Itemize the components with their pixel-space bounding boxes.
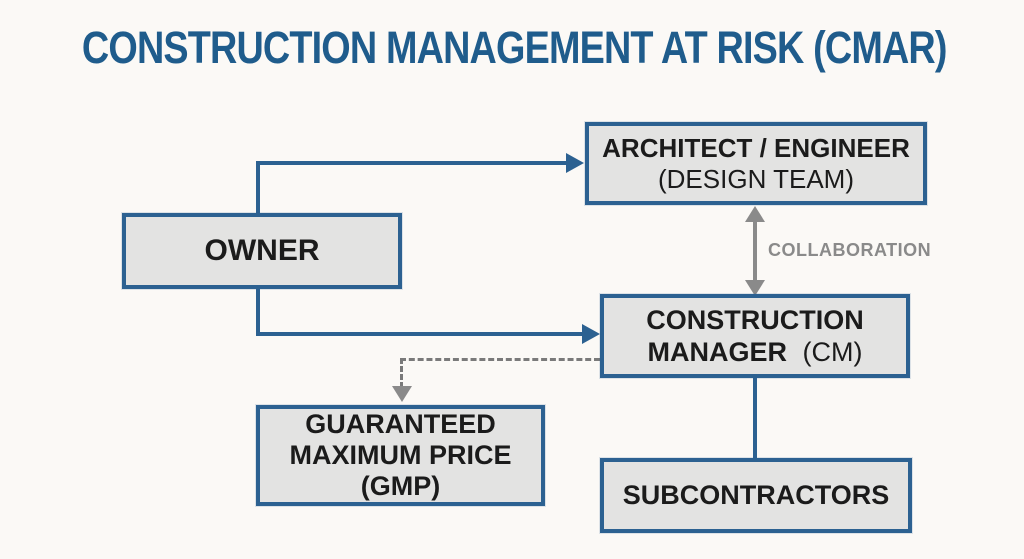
gmp-line3: (GMP) [360, 471, 441, 501]
arrowhead-owner-architect-icon [566, 153, 584, 173]
connector-collaboration-line [753, 218, 757, 282]
owner-label: OWNER [204, 234, 320, 267]
architect-subtitle: (DESIGN TEAM) [658, 163, 854, 194]
connector-cm-gmp-horizontal-dashed [400, 358, 600, 361]
arrowhead-cm-gmp-icon [392, 386, 412, 402]
cm-line2: MANAGER (CM) [648, 336, 863, 368]
connector-cm-subcontractors [753, 376, 757, 460]
connector-cm-gmp-vertical-dashed [400, 358, 403, 388]
cm-line1: CONSTRUCTION [646, 305, 864, 335]
connector-owner-architect-vertical [256, 161, 260, 215]
arrowhead-owner-cm-icon [582, 324, 600, 344]
connector-owner-cm-vertical [256, 287, 260, 336]
diagram-title: CONSTRUCTION MANAGEMENT AT RISK (CMAR) [81, 22, 948, 73]
arrowhead-collaboration-down-icon [745, 280, 765, 296]
subcontractors-label: SUBCONTRACTORS [622, 480, 890, 510]
connector-owner-cm-horizontal [256, 332, 584, 336]
architect-title: ARCHITECT / ENGINEER [602, 132, 910, 163]
collaboration-label: COLLABORATION [768, 240, 932, 260]
node-gmp: GUARANTEED MAXIMUM PRICE (GMP) [256, 405, 545, 506]
node-owner: OWNER [122, 213, 402, 289]
cm-line2-bold: MANAGER [647, 337, 788, 367]
cm-line2-light: (CM) [802, 337, 863, 367]
gmp-line2: MAXIMUM PRICE [289, 440, 512, 470]
arrowhead-collaboration-up-icon [745, 206, 765, 222]
connector-owner-architect-horizontal [256, 161, 568, 165]
node-architect-engineer: ARCHITECT / ENGINEER (DESIGN TEAM) [585, 122, 927, 205]
gmp-line1: GUARANTEED [305, 409, 496, 439]
node-construction-manager: CONSTRUCTION MANAGER (CM) [600, 294, 910, 378]
node-subcontractors: SUBCONTRACTORS [600, 458, 912, 533]
